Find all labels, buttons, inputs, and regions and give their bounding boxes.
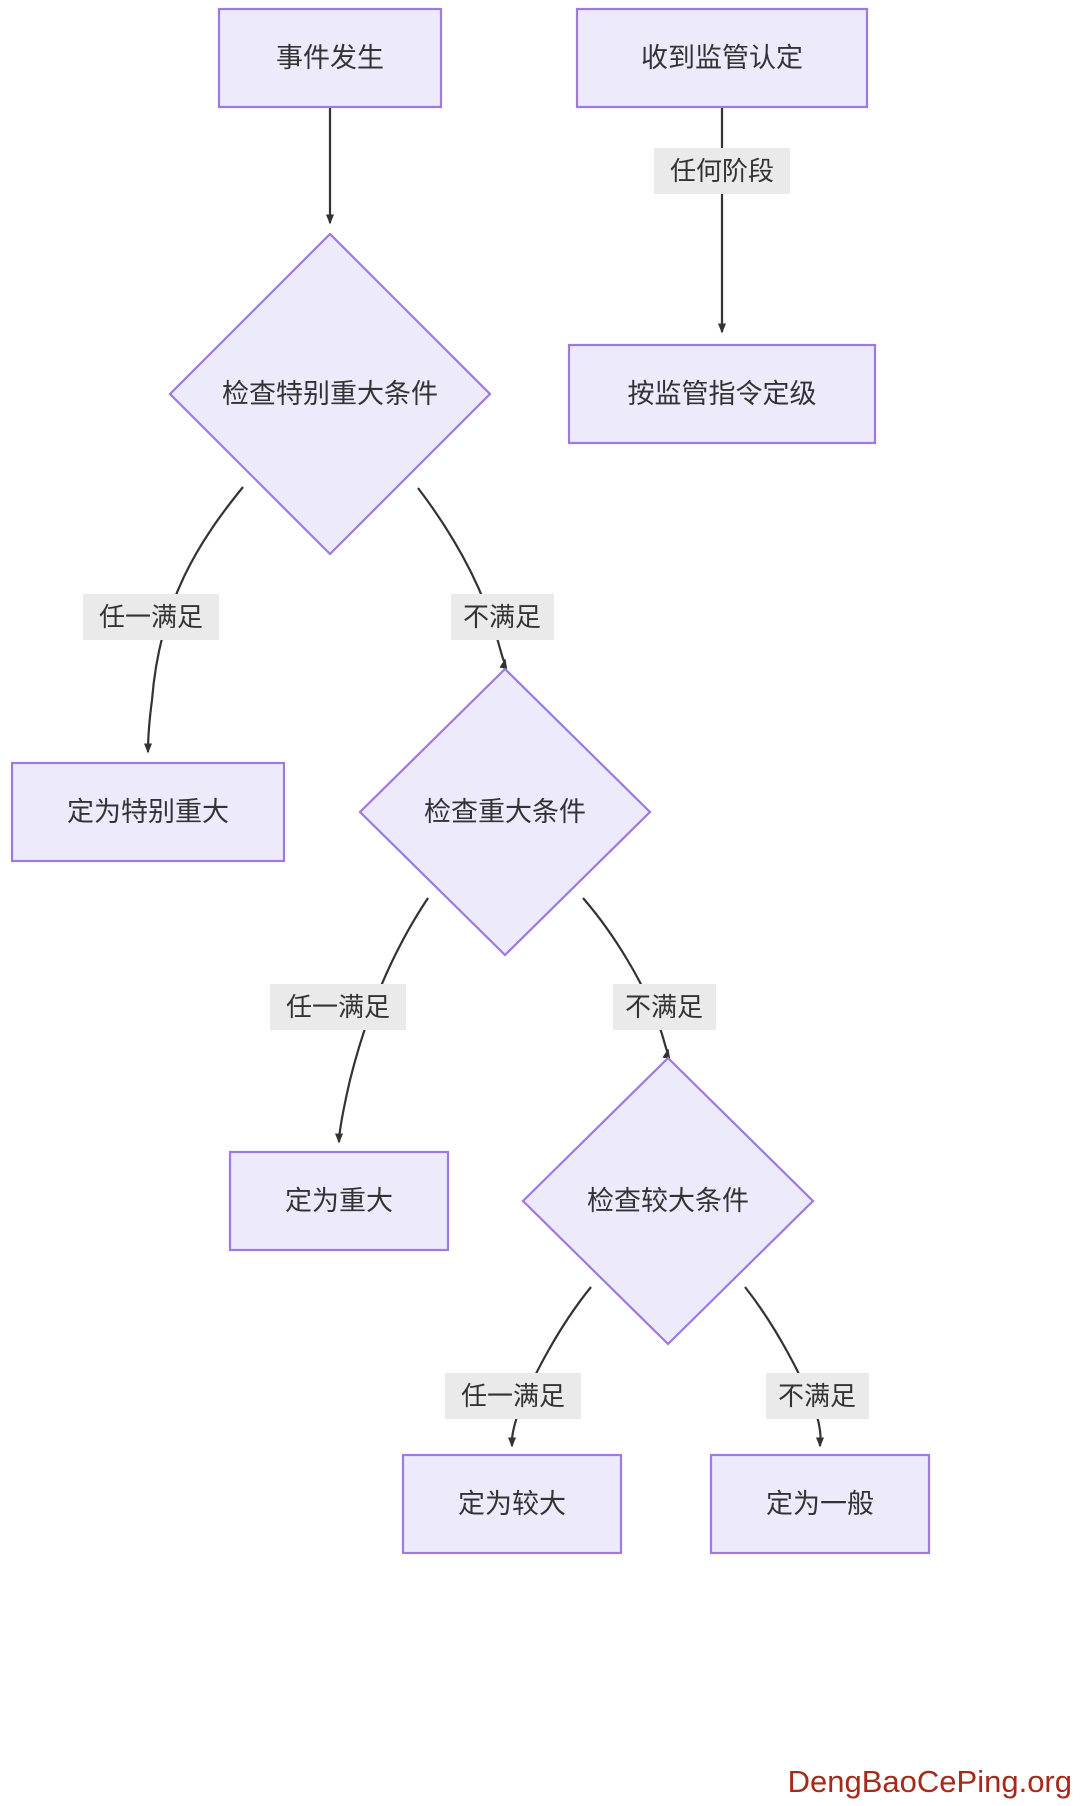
node-label: 定为特别重大 xyxy=(67,797,229,827)
edge-label-any-stage: 任何阶段 xyxy=(654,148,790,194)
node-label: 定为较大 xyxy=(458,1489,566,1519)
edge-label-text: 不满足 xyxy=(778,1381,856,1411)
edge-critical-yes xyxy=(144,486,244,754)
edge-label-major-no: 不满足 xyxy=(613,984,716,1030)
node-label: 按监管指令定级 xyxy=(628,379,817,409)
node-label: 事件发生 xyxy=(276,43,384,73)
watermark: DengBaoCePing.org xyxy=(788,1764,1072,1799)
node-label: 定为重大 xyxy=(285,1186,393,1216)
node-event-occurred[interactable]: 事件发生 xyxy=(217,7,443,109)
edge-label-text: 任一满足 xyxy=(286,992,390,1022)
node-classify-general[interactable]: 定为一般 xyxy=(709,1453,931,1555)
edge-large-no xyxy=(744,1286,825,1448)
edge-label-large-no: 不满足 xyxy=(766,1373,869,1419)
edge-labels-layer: 任何阶段 任一满足 不满足 任一满足 不满足 任一满足 不满足 xyxy=(83,148,869,1419)
node-grade-by-regulator-order[interactable]: 按监管指令定级 xyxy=(567,343,877,445)
node-regulator-determination[interactable]: 收到监管认定 xyxy=(575,7,869,109)
node-label: 收到监管认定 xyxy=(641,43,803,73)
nodes-layer: 事件发生 收到监管认定 检查特别重大条件 按监管指令定级 定为特别重大 检查重大… xyxy=(10,7,931,1555)
edge-label-text: 任一满足 xyxy=(99,602,203,632)
edge-label-critical-yes: 任一满足 xyxy=(83,594,219,640)
node-classify-large[interactable]: 定为较大 xyxy=(401,1453,623,1555)
node-classify-major[interactable]: 定为重大 xyxy=(228,1150,450,1252)
node-classify-critical[interactable]: 定为特别重大 xyxy=(10,761,286,863)
edge-major-yes xyxy=(335,897,429,1144)
edge-label-text: 不满足 xyxy=(625,992,703,1022)
edge-label-critical-no: 不满足 xyxy=(451,594,554,640)
node-label: 检查较大条件 xyxy=(587,1186,749,1216)
edge-label-text: 任何阶段 xyxy=(670,156,774,186)
node-label: 检查特别重大条件 xyxy=(222,379,438,409)
node-label: 检查重大条件 xyxy=(424,797,586,827)
edge-label-text: 任一满足 xyxy=(461,1381,565,1411)
node-check-major-conditions[interactable]: 检查重大条件 xyxy=(358,667,652,957)
node-check-critical-conditions[interactable]: 检查特别重大条件 xyxy=(168,232,492,556)
edge-label-large-yes: 任一满足 xyxy=(445,1373,581,1419)
node-check-large-conditions[interactable]: 检查较大条件 xyxy=(521,1056,815,1346)
node-label: 定为一般 xyxy=(766,1489,874,1519)
edge-label-major-yes: 任一满足 xyxy=(270,984,406,1030)
edge-large-yes xyxy=(507,1286,592,1448)
edge-label-text: 不满足 xyxy=(463,602,541,632)
